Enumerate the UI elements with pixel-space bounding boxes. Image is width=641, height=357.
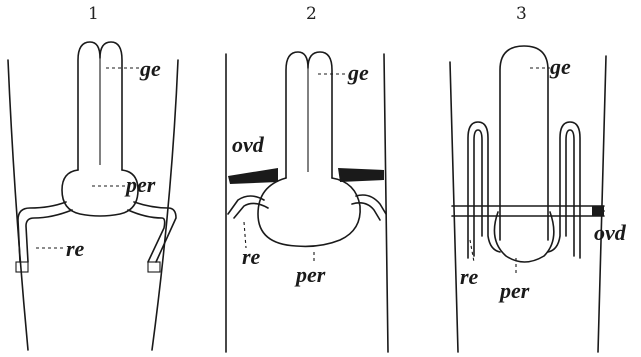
panel-1-label-re: re bbox=[66, 238, 84, 260]
panel-1-renal-end-right bbox=[148, 262, 160, 272]
panel-3-number: 3 bbox=[516, 4, 527, 24]
panel-3-label-ovd: ovd bbox=[594, 222, 626, 244]
panel-2-body-wall-right bbox=[384, 54, 388, 352]
panel-2-drawing bbox=[226, 52, 388, 352]
panel-2-oviduct-right bbox=[338, 168, 384, 182]
panel-2-pericardium bbox=[258, 178, 360, 246]
panel-2-label-per: per bbox=[296, 264, 325, 286]
panel-3-label-ge: ge bbox=[550, 56, 571, 78]
panel-2-oviduct-left bbox=[228, 168, 278, 184]
panel-1-renal-tube-left bbox=[18, 202, 72, 262]
panel-2-label-ge: ge bbox=[348, 62, 369, 84]
panel-3-body-wall-left bbox=[450, 62, 458, 352]
panel-1-body-wall-right bbox=[152, 60, 178, 350]
panel-1-body-wall-left bbox=[8, 60, 28, 350]
panel-2-genital-organ bbox=[286, 52, 332, 178]
panel-3-label-per: per bbox=[500, 280, 529, 302]
panel-3-body-wall-right bbox=[598, 56, 606, 352]
panel-3-genital-organ bbox=[500, 46, 548, 240]
panel-3-loop-left-inner bbox=[474, 130, 482, 256]
panel-1-label-per: per bbox=[126, 174, 155, 196]
panel-2-renal-tube-right bbox=[352, 195, 386, 220]
panel-1-label-ge: ge bbox=[140, 58, 161, 80]
panel-1-renal-end-left bbox=[16, 262, 28, 272]
panel-2-label-re: re bbox=[242, 246, 260, 268]
panel-3-loop-right-inner bbox=[566, 130, 574, 256]
panel-3-label-re: re bbox=[460, 266, 478, 288]
panel-1-number: 1 bbox=[88, 4, 99, 24]
panel-3-drawing bbox=[450, 46, 606, 352]
panel-2-number: 2 bbox=[306, 4, 317, 24]
panel-2-label-ovd: ovd bbox=[232, 134, 264, 156]
panel-2-renal-tube-left bbox=[228, 196, 268, 218]
panel-3-pericardium bbox=[494, 212, 553, 262]
panel-1-renal-tube-right bbox=[128, 202, 176, 262]
